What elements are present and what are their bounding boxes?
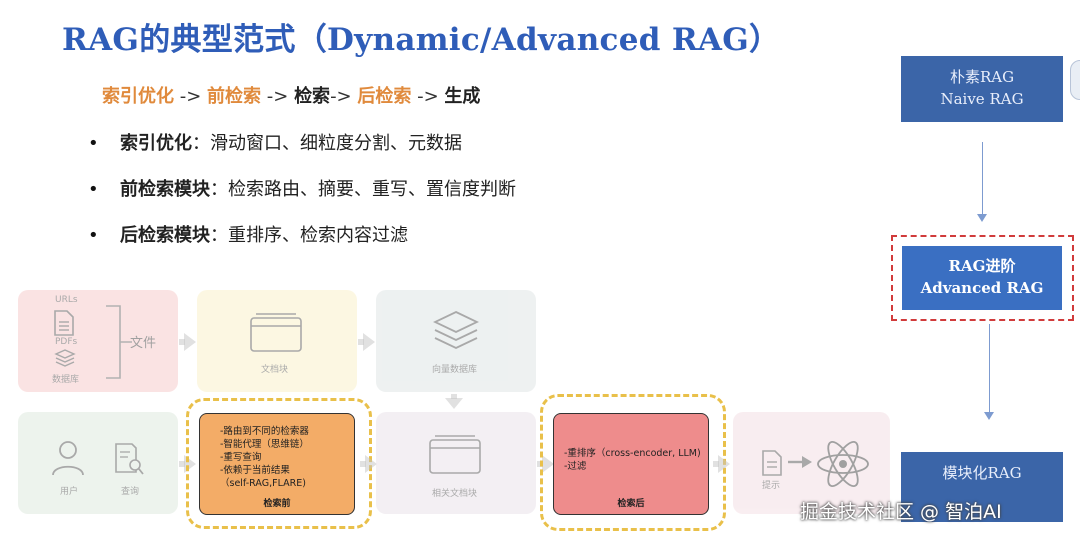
post-retrieval-step: -过滤	[564, 461, 587, 472]
user-label: 用户	[60, 487, 79, 497]
pre-retrieval-step: （self-RAG,FLARE)	[220, 478, 306, 489]
flow-arrow-icon	[542, 455, 554, 473]
pre-retrieval-step: -重写查询	[220, 452, 262, 463]
bullet-label: 前检索模块	[120, 179, 210, 200]
flow-arrow-icon	[365, 455, 377, 473]
related-chunks-card: 相关文档块	[376, 412, 536, 514]
advanced-rag-cn: RAG进阶	[948, 257, 1016, 275]
layers-icon	[433, 311, 479, 349]
chunks-label: 文档块	[261, 365, 289, 375]
prompt-llm-card: 提示	[733, 412, 890, 514]
flow-arrow-stem	[179, 339, 185, 345]
pipeline-step-post: 后检索	[357, 86, 412, 107]
pipeline-step-retrieve: 检索	[294, 86, 331, 107]
pre-retrieval-step: -智能代理（思维链）	[220, 439, 309, 450]
pipeline-arrow: ->	[330, 86, 358, 107]
flow-arrow-down-icon	[445, 398, 463, 409]
user-icon	[52, 441, 84, 476]
pre-retrieval-title: 检索前	[263, 499, 291, 509]
pipeline-step-generate: 生成	[444, 86, 481, 107]
naive-rag-en: Naive RAG	[940, 90, 1024, 108]
prompt-label: 提示	[762, 481, 781, 491]
related-chunks-label: 相关文档块	[432, 489, 478, 499]
pipeline-step-index: 索引优化	[102, 86, 174, 107]
pdf-file-icon	[54, 310, 74, 336]
flow-arrow-stem	[713, 461, 719, 467]
pipeline-arrow: ->	[174, 86, 208, 107]
connector-line	[989, 324, 990, 414]
query-label: 查询	[121, 487, 140, 497]
vector-db-label: 向量数据库	[432, 365, 478, 375]
bullet-label: 后检索模块	[120, 225, 210, 246]
flow-arrow-stem	[358, 339, 364, 345]
bullet-item: 索引优化：滑动窗口、细粒度分割、元数据	[88, 130, 516, 176]
naive-rag-box: 朴素RAG Naive RAG	[901, 56, 1063, 122]
document-chunk-icon	[429, 435, 481, 474]
arrow-down-icon	[984, 412, 994, 420]
pre-retrieval-step: -依赖于当前结果	[220, 465, 290, 476]
flow-arrow-stem	[179, 461, 185, 467]
chunks-card: 文档块	[197, 290, 357, 392]
pipeline-arrow: ->	[411, 86, 445, 107]
pdfs-label: PDFs	[55, 337, 78, 347]
modular-rag-box: 模块化RAG	[901, 452, 1063, 522]
advanced-rag-box: RAG进阶 Advanced RAG	[902, 246, 1062, 310]
flow-arrow-icon	[363, 333, 375, 351]
advanced-rag-en: Advanced RAG	[920, 279, 1044, 297]
flow-arrow-stem	[360, 461, 366, 467]
watermark-text: 掘金技术社区 @ 智泊AI	[800, 501, 1002, 523]
brace-icon	[106, 305, 132, 379]
prompt-document-icon	[762, 450, 782, 476]
slide-title: RAG的典型范式（Dynamic/Advanced RAG）	[62, 22, 781, 58]
database-icon	[54, 349, 76, 367]
flow-arrow-icon	[184, 333, 196, 351]
bullet-text: ：滑动窗口、细粒度分割、元数据	[192, 133, 462, 154]
bullet-item: 前检索模块：检索路由、摘要、重写、置信度判断	[88, 176, 516, 222]
pipeline-line: 索引优化 -> 前检索 -> 检索-> 后检索 -> 生成	[102, 82, 480, 108]
pipeline-arrow: ->	[261, 86, 295, 107]
query-document-icon	[115, 443, 144, 475]
arrow-right-icon	[788, 456, 812, 468]
naive-rag-cn: 朴素RAG	[949, 68, 1015, 86]
urls-label: URLs	[55, 295, 78, 305]
bullet-item: 后检索模块：重排序、检索内容过滤	[88, 222, 516, 268]
modular-rag-cn: 模块化RAG	[942, 464, 1022, 482]
flow-arrow-icon	[718, 455, 730, 473]
bullet-text: ：重排序、检索内容过滤	[210, 225, 408, 246]
bullet-label: 索引优化	[120, 133, 192, 154]
document-label: 文件	[130, 336, 157, 351]
document-chunk-icon	[250, 313, 302, 352]
edge-tab-icon	[1070, 60, 1080, 100]
bullet-list: 索引优化：滑动窗口、细粒度分割、元数据 前检索模块：检索路由、摘要、重写、置信度…	[88, 130, 516, 268]
sources-card: URLs PDFs 数据库 文件	[18, 290, 178, 392]
user-query-card: 用户 查询	[18, 412, 178, 514]
post-retrieval-title: 检索后	[617, 499, 645, 509]
pre-retrieval-card: -路由到不同的检索器 -智能代理（思维链） -重写查询 -依赖于当前结果 （se…	[199, 413, 355, 515]
arrow-down-icon	[977, 214, 987, 222]
flow-arrow-stem	[451, 394, 457, 399]
advanced-rag-highlight-frame	[891, 235, 1074, 321]
atom-llm-icon	[817, 440, 869, 488]
post-retrieval-step: -重排序（cross-encoder, LLM)	[564, 448, 701, 459]
vector-db-card: 向量数据库	[376, 290, 536, 392]
bullet-text: ：检索路由、摘要、重写、置信度判断	[210, 179, 516, 200]
pipeline-step-pre: 前检索	[207, 86, 262, 107]
pre-retrieval-step: -路由到不同的检索器	[220, 426, 309, 437]
post-retrieval-card: -重排序（cross-encoder, LLM) -过滤 检索后	[553, 413, 709, 515]
database-label: 数据库	[52, 375, 80, 385]
connector-line	[982, 142, 983, 216]
